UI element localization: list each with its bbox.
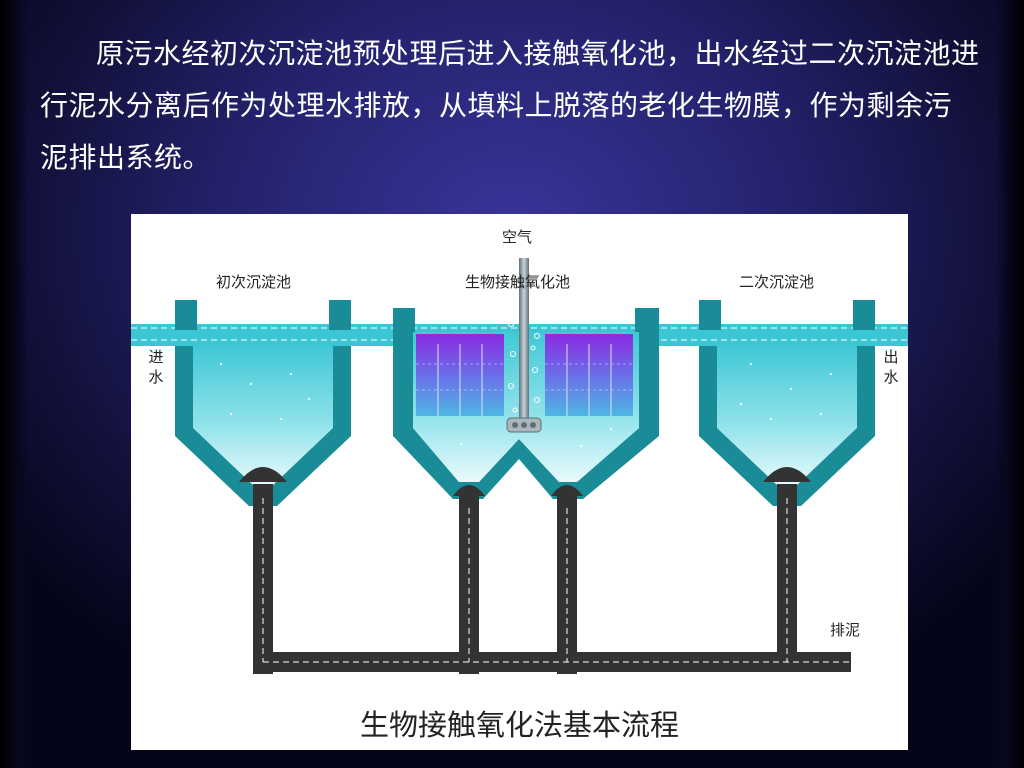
biofilm-media-right (545, 334, 633, 416)
air-pipe (519, 258, 529, 418)
sludge-label: 排泥 (830, 621, 861, 639)
outlet-label: 出水 (883, 348, 899, 386)
primary-sedimentation-tank (175, 300, 351, 506)
air-bubbles (508, 321, 540, 413)
process-flow-diagram: 空气 初次沉淀池 生物接触氧化池 二次沉淀池 进水 出水 排泥 生物接触氧化法基… (131, 214, 908, 750)
description-paragraph: 原污水经初次沉淀池预处理后进入接触氧化池，出水经过二次沉淀池进行泥水分离后作为处… (40, 37, 980, 174)
air-label: 空气 (502, 228, 533, 246)
secondary-tank-label: 二次沉淀池 (739, 273, 815, 291)
secondary-sedimentation-tank (699, 300, 875, 506)
biofilm-media-left (416, 334, 504, 416)
air-diffuser (506, 417, 542, 433)
sludge-pipes (253, 484, 851, 674)
water-particles (219, 362, 833, 448)
diagram-caption: 生物接触氧化法基本流程 (359, 708, 679, 742)
slide-frame-right (996, 0, 1024, 768)
primary-tank-label: 初次沉淀池 (216, 273, 292, 291)
contact-tank-label: 生物接触氧化池 (465, 273, 571, 291)
diagram-drawing (131, 258, 908, 674)
slide-frame-left (0, 0, 28, 768)
inlet-label: 进水 (148, 348, 164, 386)
